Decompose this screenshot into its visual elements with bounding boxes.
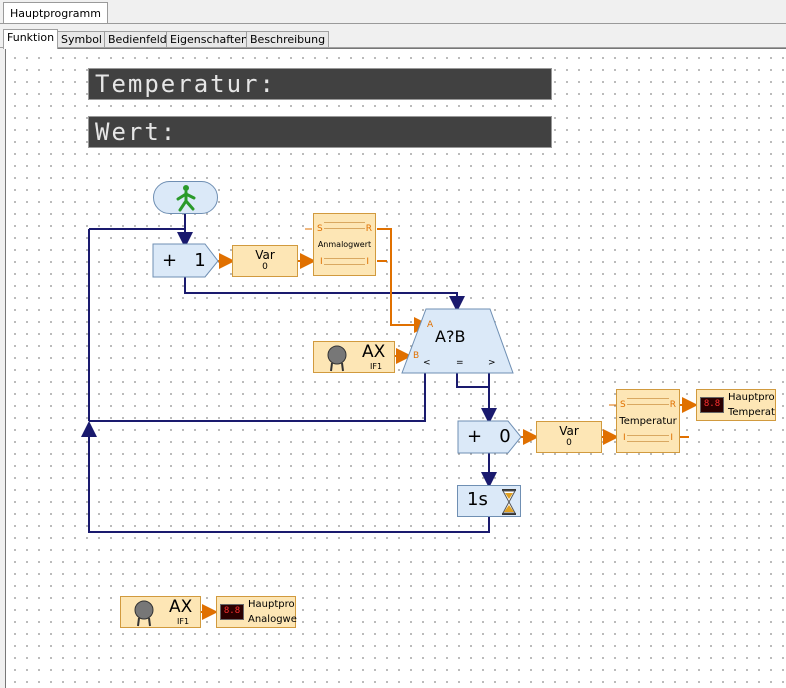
output1-block[interactable]: 8.8 Hauptpro Temperat [696,389,776,421]
ff2-line [627,404,669,405]
led-display-icon: 8.8 [700,397,724,413]
wire-wait-loop [81,421,490,533]
main-program-tab[interactable]: Hauptprogramm [3,2,108,24]
sensor-icon [327,345,347,372]
output2-block[interactable]: 8.8 Hauptpro Analogwe [216,596,297,628]
wire-compare-eq [456,373,497,424]
ff2-label: Temperatur [619,416,677,427]
ff1-label: Anmalogwert [317,240,372,249]
var1-value: 0 [262,262,268,272]
wire-compare-lt-loop [89,373,426,422]
compare-port-b: B [413,351,420,361]
wait-label: 1s [467,489,488,510]
ff2-line [627,435,669,436]
flipflop1-block[interactable]: S R Anmalogwert I I [313,213,376,276]
compare-block[interactable]: A A?B B < = > [413,313,513,369]
start-block[interactable] [153,181,218,214]
compare-port-a: A [427,320,434,330]
input2-block[interactable]: AX IF1 [120,596,201,628]
plus1-block[interactable]: + 1 [162,250,212,272]
var2-label: Var [559,424,579,438]
input1-sub: IF1 [370,362,383,371]
compare-lt: < [423,358,431,368]
tabbar-border [0,47,786,48]
sensor-icon [134,600,154,627]
output1-title: Hauptpro [728,392,775,403]
ff1-port-l2: I [366,257,369,267]
green-walking-man-icon [176,185,196,212]
var2-block[interactable]: Var 0 [536,421,602,453]
ff1-line [324,228,365,229]
ff2-port-s: S [620,400,626,410]
plus0-op: + [467,426,483,447]
input2-sub: IF1 [177,617,190,626]
var2-value: 0 [566,438,572,448]
wait-block[interactable]: 1s [457,485,521,517]
tab-divider [0,23,786,24]
plus0-block[interactable]: + 0 [467,426,517,448]
input1-label: AX [362,342,386,362]
flipflop2-block[interactable]: S R Temperatur I I [616,389,680,453]
input2-label: AX [169,597,193,617]
output1-sub: Temperat [728,407,775,418]
led-display-icon: 8.8 [220,604,244,620]
wire-plus1-compare [184,277,465,312]
ff2-port-r: R [669,400,676,410]
compare-eq: = [456,358,464,368]
wires [81,213,698,620]
plus0-value: 0 [499,426,511,447]
ff2-port-l2: I [670,433,673,443]
ff1-line [324,222,365,223]
plus0-block-shape[interactable] [457,420,522,454]
data-ff1-compareA [377,228,430,333]
tab-beschreibung[interactable]: Beschreibung [246,31,330,48]
plus1-value: 1 [194,250,206,271]
display-wert[interactable]: Wert: [88,116,552,148]
output2-sub: Analogwe [248,614,297,625]
ff1-port-r: R [365,224,372,234]
ff1-port-l1: I [320,257,323,267]
tab-eigenschaften[interactable]: Eigenschaften [166,31,252,48]
ff2-line [627,441,669,442]
plus1-op: + [162,250,178,271]
ff2-line [627,398,669,399]
display-temperatur[interactable]: Temperatur: [88,68,552,100]
hourglass-icon [502,489,516,515]
ff1-port-s: S [317,224,323,234]
compare-block-shape[interactable] [401,308,514,374]
input1-block[interactable]: AX IF1 [313,341,395,373]
var1-block[interactable]: Var 0 [232,245,298,277]
program-canvas[interactable]: Temperatur: Wert: + 1 Var 0 S R Anmalogw… [5,48,786,688]
tab-bedienfeld[interactable]: Bedienfeld [104,31,171,48]
tab-funktion[interactable]: Funktion [3,29,59,49]
ff2-port-l1: I [623,433,626,443]
ff-input-stubs [305,228,616,438]
var1-label: Var [255,248,275,262]
compare-label: A?B [435,327,466,346]
ff1-line [324,258,365,259]
ff1-line [324,264,365,265]
plus1-block-shape[interactable] [152,243,219,278]
tab-symbol[interactable]: Symbol [57,31,106,48]
output2-title: Hauptpro [248,599,295,610]
compare-gt: > [488,358,496,368]
